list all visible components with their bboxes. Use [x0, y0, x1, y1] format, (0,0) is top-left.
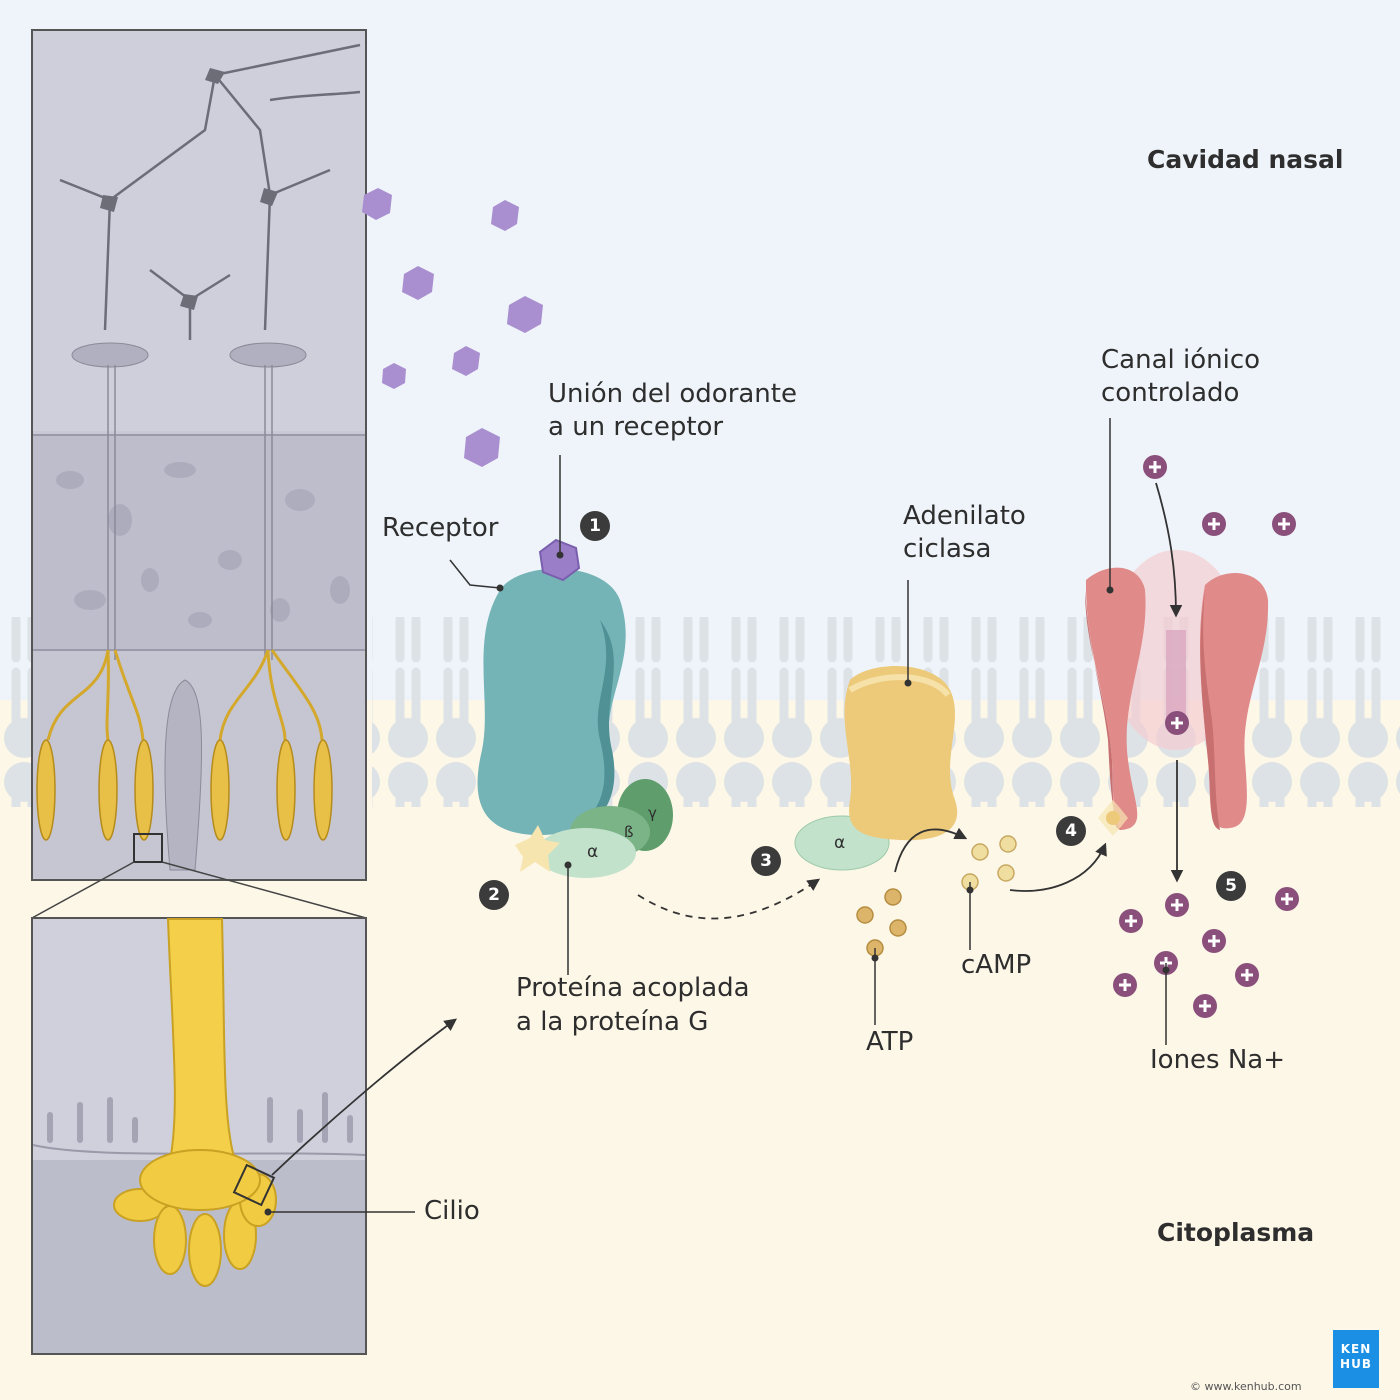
receptor-label: Receptor: [382, 513, 499, 543]
odorant-molecules: [362, 188, 543, 467]
gamma-label: γ: [648, 804, 657, 822]
logo-line1: KEN: [1340, 1342, 1372, 1356]
kenhub-logo: KEN HUB: [1333, 1330, 1379, 1388]
odorant-binding-label-line1: Unión del odorante: [548, 379, 797, 409]
step-2-badge: 2: [479, 880, 509, 910]
atp-label: ATP: [866, 1027, 914, 1057]
adenylate-label-line1: Adenilato: [903, 501, 1026, 531]
cilium-label: Cilio: [424, 1196, 480, 1226]
adenylate-label-line2: ciclasa: [903, 534, 992, 564]
camp-label: cAMP: [961, 950, 1032, 980]
gprotein-label-line1: Proteína acoplada: [516, 973, 750, 1003]
alpha-label-bound: α: [587, 842, 599, 862]
step-5-badge: 5: [1216, 871, 1246, 901]
ion-channel-label-line2: controlado: [1101, 378, 1240, 408]
site-credit: © www.kenhub.com: [1190, 1380, 1302, 1393]
atp-molecules: [856, 888, 907, 957]
logo-line2: HUB: [1340, 1357, 1372, 1371]
step-3-badge: 3: [751, 846, 781, 876]
nasal-cavity-label: Cavidad nasal: [1147, 145, 1344, 174]
odorant-receptor: [477, 568, 626, 835]
gprotein-label-line2: a la proteína G: [516, 1007, 709, 1037]
odorant-binding-label-line2: a un receptor: [548, 412, 724, 442]
lipid-bilayer-left: [0, 617, 32, 807]
cytoplasm-label: Citoplasma: [1157, 1218, 1315, 1247]
sodium-ions: [1113, 455, 1299, 1018]
beta-label: ß: [624, 823, 634, 841]
sodium-ions-label: Iones Na+: [1150, 1045, 1286, 1075]
step-1-badge: 1: [580, 511, 610, 541]
alpha-label-free: α: [834, 833, 846, 853]
activation-burst: [515, 825, 560, 872]
bound-odorant: [538, 538, 581, 582]
ion-channel: [1085, 550, 1269, 830]
g-protein: [536, 779, 673, 878]
step-4-badge: 4: [1056, 816, 1086, 846]
cilium-zoom-panel: [31, 917, 367, 1355]
adenylate-cyclase: [844, 666, 958, 841]
camp-molecules: [961, 835, 1017, 891]
ion-channel-label-line1: Canal iónico: [1101, 345, 1261, 375]
olfactory-epithelium-panel: [31, 29, 367, 881]
